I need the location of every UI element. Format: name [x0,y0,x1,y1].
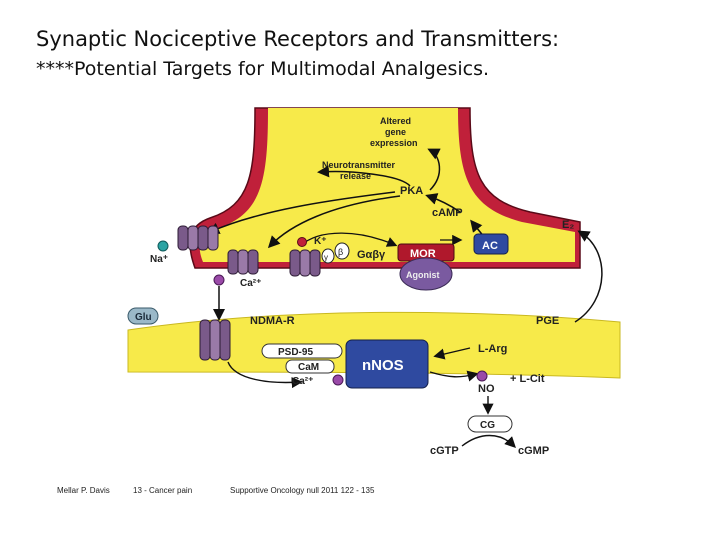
cgmp-label: cGMP [518,445,549,457]
agonist-label: Agonist [406,270,440,280]
psd95-box [261,343,343,359]
beta-label: β [338,247,343,257]
arrow-pka-na [207,191,396,234]
sodium-channel [177,225,219,251]
no-molecule [476,370,488,382]
cam-box [285,359,335,374]
footer-topic: 13 - Cancer pain [133,486,193,495]
pka-label: PKA [400,185,423,197]
agonist-molecule [399,257,453,291]
altered-gene-label: Altered [380,116,411,126]
psd95-label: PSD-95 [278,347,313,358]
gabg-label: Gαβγ [357,249,386,261]
ca-ion [213,274,225,286]
glu-bubble [127,307,159,325]
l-arg-label: L-Arg [478,343,507,355]
footer-author: Mellar P. Davis [57,486,110,495]
altered-gene-label-3: expression [370,138,418,148]
arrow-k-gprotein [299,232,398,247]
glu-label: Glu [135,312,152,323]
k-ion [297,237,307,247]
k-label: K⁺ [314,236,327,247]
na-ion [157,240,169,252]
arrow-nnos-no [429,370,479,382]
na-label: Na⁺ [150,254,168,265]
no-label: NO [478,383,495,395]
beta-subunit [334,242,350,260]
gamma-label: γ [324,253,328,262]
nnos-label: nNOS [362,357,404,374]
cg-label: CG [480,420,495,431]
footer-citation: Supportive Oncology null 2011 122 - 135 [230,486,375,495]
arrow-cgtp-cgmp [461,434,516,448]
cg-box [467,415,513,433]
ndma-r-label: NDMA-R [250,315,295,327]
potassium-channel [289,249,321,277]
arrow-pge-e2 [574,230,603,323]
arrow-ca-influx [227,361,303,389]
gamma-subunit [321,248,335,264]
ca-label: Ca²⁺ [240,278,261,289]
arrow-larg-nnos [433,347,471,360]
title-line-2: ****Potential Targets for Multimodal Ana… [36,58,490,80]
calcium-channel-pre [227,249,259,275]
ca-post-label: Ca²⁺ [292,376,313,387]
arrow-pka-gene [427,148,441,191]
arrow-pka-ca [267,195,401,249]
ca-post-ion [332,374,344,386]
nt-release-label-2: release [340,171,371,181]
arrow-pka-release [317,165,411,187]
nnos-enzyme [345,339,429,389]
mor-label: MOR [410,248,436,260]
title-line-1: Synaptic Nociceptive Receptors and Trans… [36,27,560,51]
pge-label: PGE [536,315,559,327]
adenylyl-cyclase [473,233,509,255]
ac-label: AC [482,240,498,252]
cam-label: CaM [298,362,319,373]
nmda-receptor-channel [199,319,231,361]
altered-gene-label-2: gene [385,127,406,137]
arrow-camp-pka [425,193,461,213]
nt-release-label: Neurotransmitter [322,160,396,170]
l-cit-label: + L-Cit [510,373,545,385]
camp-label: cAMP [432,207,463,219]
cgtp-label: cGTP [430,445,459,457]
e2-label: E₂ [562,219,574,231]
slide-title: Synaptic Nociceptive Receptors and Trans… [36,24,706,84]
